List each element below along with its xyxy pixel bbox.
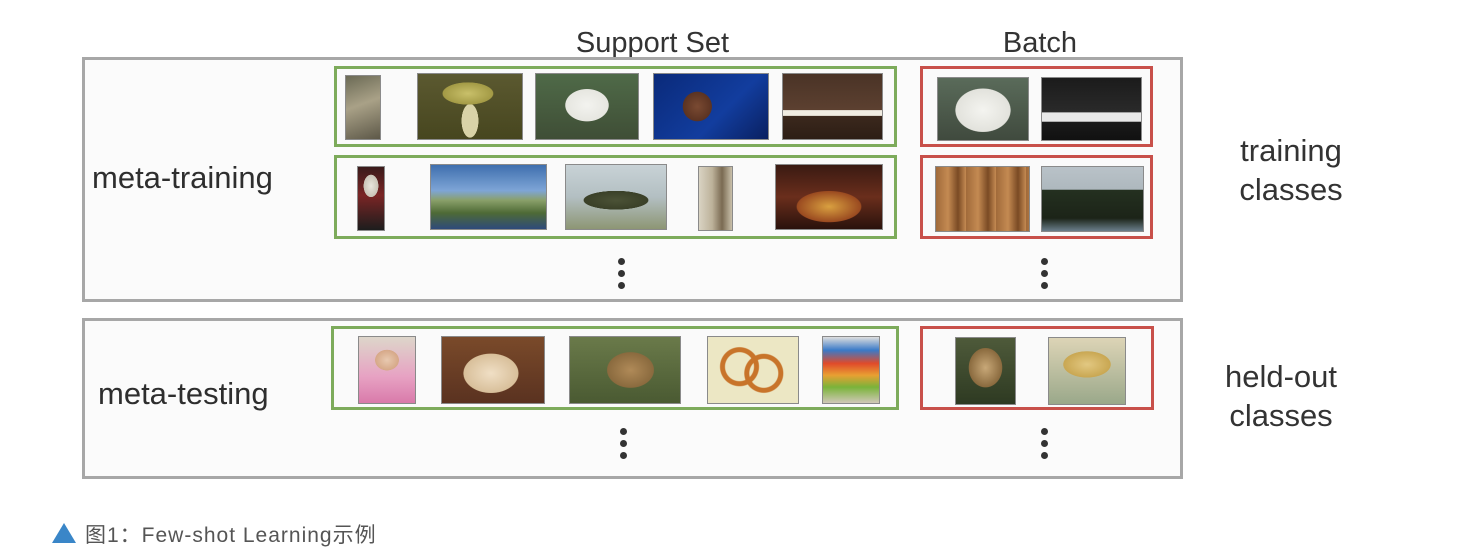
stacked-bowls-image [822,336,880,404]
batch-ellipsis [1041,258,1049,294]
piano-image [1041,77,1142,141]
training-classes-label: training classes [1212,131,1370,209]
triangle-icon [52,523,76,543]
pretzel-rope-image [707,336,799,404]
barrels-image [935,166,1030,232]
train-row1-batch [920,66,1153,147]
test-support-ellipsis [620,428,628,464]
tank-image [565,164,667,230]
training-classes-line2: classes [1239,172,1343,207]
training-classes-line1: training [1240,133,1342,168]
lion-image [955,337,1016,405]
test-batch [920,326,1154,410]
held-out-classes-line1: held-out [1224,359,1338,394]
bowl-image [1048,337,1126,405]
white-dog-image [535,73,639,140]
lion-image [569,336,681,404]
test-support-set [331,326,899,410]
piano-image [782,73,883,140]
coast-image [430,164,547,230]
train-row2-batch [920,155,1153,239]
mushroom-image [417,73,523,140]
white-dog-image [937,77,1029,141]
held-out-classes-label: held-out classes [1200,357,1362,435]
train-row1-support-set [334,66,897,147]
cliffs-image [1041,166,1144,232]
singer-image [653,73,769,140]
figure-caption: 图1：Few-shot Learning示例 [52,519,377,549]
meta-training-label: meta-training [92,160,273,195]
room-image [698,166,733,231]
meta-testing-label: meta-testing [98,376,269,411]
bird-image [345,75,381,140]
girl-image [358,336,416,404]
support-ellipsis [618,258,626,294]
golden-dog-image [441,336,545,404]
held-out-classes-line2: classes [1229,398,1333,433]
batch-header: Batch [1002,27,1078,59]
support-set-header: Support Set [575,27,730,59]
lightbulb-person-image [357,166,385,231]
train-row2-support-set [334,155,897,239]
caption-text: 图1：Few-shot Learning示例 [85,524,377,547]
test-batch-ellipsis [1041,428,1049,464]
theater-image [775,164,883,230]
